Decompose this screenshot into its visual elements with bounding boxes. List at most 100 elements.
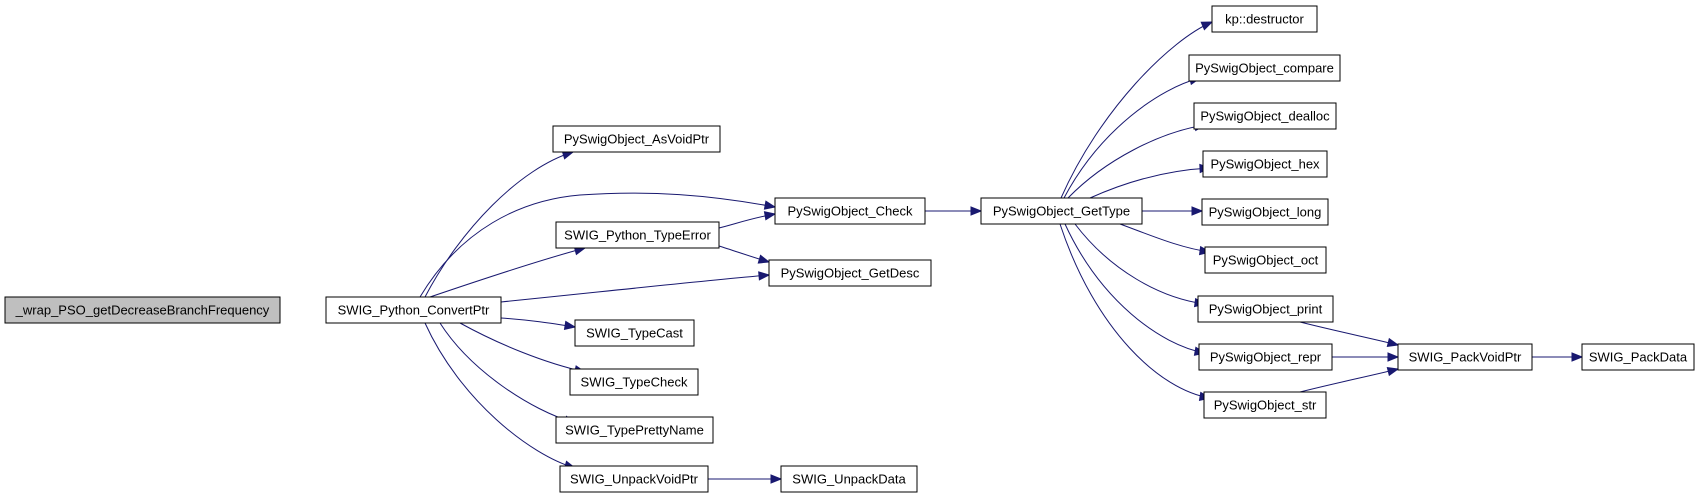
node-box[interactable] [1211,5,1318,33]
node-gettype[interactable]: PySwigObject_GetType [980,197,1143,225]
node-typecast[interactable]: SWIG_TypeCast [574,319,695,347]
edge-typeerror-to-getdesc [718,245,771,264]
node-label: SWIG_PackVoidPtr [1409,350,1522,365]
edge-convertptr-to-getdesc [500,271,771,303]
node-box[interactable] [980,197,1143,225]
node-getdesc[interactable]: PySwigObject_GetDesc [768,259,932,287]
node-label: PySwigObject_AsVoidPtr [564,132,710,147]
node-convertptr[interactable]: SWIG_Python_ConvertPtr [325,296,502,324]
node-box[interactable] [1202,150,1328,178]
node-box[interactable] [1197,295,1334,323]
arrowhead-icon [758,271,771,281]
node-box[interactable] [1203,391,1327,419]
edge-line [429,247,586,298]
node-box[interactable] [780,465,918,493]
node-packvoidptr[interactable]: SWIG_PackVoidPtr [1397,343,1533,371]
node-label: SWIG_Python_TypeError [564,228,711,243]
node-label: PySwigObject_GetType [993,204,1130,219]
edge-convertptr-to-typeerror [429,246,587,298]
node-box[interactable] [552,125,721,153]
node-repr[interactable]: PySwigObject_repr [1198,343,1333,371]
edge-convertptr-to-check [419,192,777,298]
node-print[interactable]: PySwigObject_print [1197,295,1334,323]
arrowhead-icon [1386,337,1400,348]
node-label: SWIG_TypeCheck [581,375,688,390]
edge-convertptr-to-unpackvoidptr [424,322,577,470]
node-typecheck[interactable]: SWIG_TypeCheck [569,368,699,396]
edge-gettype-to-destructor [1060,21,1214,199]
edge-check-to-gettype [925,206,983,216]
node-box[interactable] [569,368,699,396]
arrowhead-icon [1200,21,1214,31]
node-label: SWIG_TypePrettyName [565,423,704,438]
node-label: PySwigObject_hex [1210,157,1320,172]
node-box[interactable] [1198,343,1333,371]
node-str[interactable]: PySwigObject_str [1203,391,1327,419]
arrowhead-icon [770,474,783,484]
node-box[interactable] [555,416,714,444]
node-asvoidptr[interactable]: PySwigObject_AsVoidPtr [552,125,721,153]
node-unpackvoidptr[interactable]: SWIG_UnpackVoidPtr [559,465,709,493]
node-box[interactable] [768,259,932,287]
edge-convertptr-to-typecast [500,317,577,331]
edge-gettype-to-hex [1089,163,1212,199]
node-long[interactable]: PySwigObject_long [1201,198,1329,226]
edge-line [419,192,776,298]
node-box[interactable] [1204,246,1327,274]
node-label: PySwigObject_long [1209,205,1322,220]
node-box[interactable] [1201,198,1329,226]
node-box[interactable] [1188,54,1341,82]
edge-convertptr-to-asvoidptr [424,150,575,298]
node-box[interactable] [559,465,709,493]
node-hex[interactable]: PySwigObject_hex [1202,150,1328,178]
node-box[interactable] [555,221,720,249]
node-oct[interactable]: PySwigObject_oct [1204,246,1327,274]
node-label: SWIG_UnpackData [792,472,906,487]
edge-line [1074,223,1206,305]
node-packdata[interactable]: SWIG_PackData [1581,343,1695,371]
edge-line [500,317,576,328]
edge-repr-to-packvoidptr [1332,352,1400,362]
arrowhead-icon [1191,206,1204,216]
node-label: PySwigObject_dealloc [1200,109,1330,124]
edge-gettype-to-print [1074,223,1207,308]
node-label: PySwigObject_print [1209,302,1323,317]
node-check[interactable]: PySwigObject_Check [774,197,926,225]
node-box[interactable] [1581,343,1695,371]
node-prettyname[interactable]: SWIG_TypePrettyName [555,416,714,444]
edge-line [1064,223,1206,354]
node-root[interactable]: _wrap_PSO_getDecreaseBranchFrequency [4,296,281,324]
node-typeerror[interactable]: SWIG_Python_TypeError [555,221,720,249]
edge-convertptr-to-prettyname [439,322,577,425]
edge-line [1089,167,1211,199]
edge-line [1060,21,1213,199]
node-box[interactable] [774,197,926,225]
node-dealloc[interactable]: PySwigObject_dealloc [1193,102,1337,130]
edge-gettype-to-compare [1063,75,1202,199]
node-box[interactable] [4,296,281,324]
arrowhead-icon [563,320,577,331]
edge-line [459,322,586,373]
node-box[interactable] [1193,102,1337,130]
node-box[interactable] [325,296,502,324]
edge-line [1067,124,1206,199]
edge-line [1299,368,1399,393]
node-label: PySwigObject_repr [1210,350,1322,365]
node-label: SWIG_PackData [1589,350,1688,365]
arrowhead-icon [1387,352,1400,362]
node-compare[interactable]: PySwigObject_compare [1188,54,1341,82]
node-box[interactable] [1397,343,1533,371]
node-destructor[interactable]: kp::destructor [1211,5,1318,33]
edge-line [424,322,576,469]
arrowhead-icon [763,211,777,221]
edge-packvoidptr-to-packdata [1532,352,1584,362]
node-unpackdata[interactable]: SWIG_UnpackData [780,465,918,493]
node-label: SWIG_Python_ConvertPtr [338,303,490,318]
arrowhead-icon [757,254,771,264]
edge-line [1063,77,1201,199]
arrowhead-icon [970,206,983,216]
node-box[interactable] [574,319,695,347]
